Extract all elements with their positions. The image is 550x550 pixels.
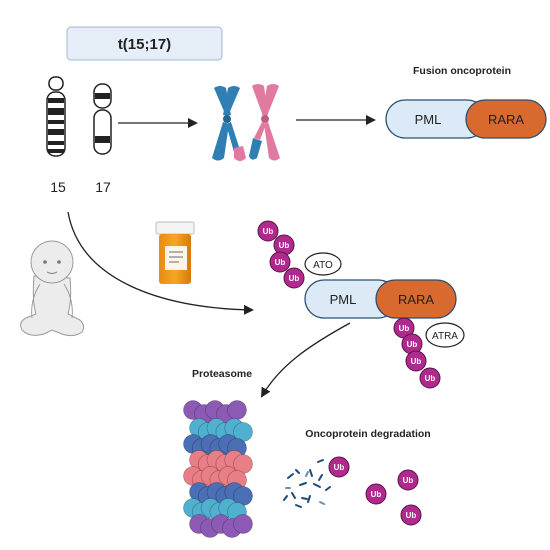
treatment-fusion-protein: PML RARA	[304, 279, 457, 319]
ubiquitin-bottom-chain-bead: Ub	[405, 350, 427, 372]
free-ubiquitin-bead: Ub	[397, 469, 419, 491]
medication-bottle-icon	[155, 221, 195, 284]
proteasome-subunit	[233, 514, 253, 534]
free-ubiquitin-bead: Ub	[400, 504, 422, 526]
ub-label: Ub	[275, 258, 286, 267]
treatment-rara-label: RARA	[398, 292, 434, 307]
ub-label: Ub	[263, 227, 274, 236]
ub-label: Ub	[425, 374, 436, 383]
oncoprotein-degradation-label: Oncoprotein degradation	[305, 428, 430, 440]
atra-label: ATRA	[432, 331, 458, 342]
protein-fragments-icon	[283, 459, 335, 508]
rara-domain-label: RARA	[488, 112, 524, 127]
chromosome-17-label: 17	[95, 179, 111, 195]
ato-drug-bubble: ATO	[304, 252, 342, 276]
proteasome-label: Proteasome	[192, 368, 252, 380]
ub-label: Ub	[407, 340, 418, 349]
infant-patient-icon	[20, 240, 85, 337]
treatment-pml-label: PML	[330, 292, 357, 307]
chromosome-15-icon	[46, 76, 66, 157]
free-ubiquitin-bead: Ub	[328, 456, 350, 478]
translocation-label: t(15;17)	[118, 36, 171, 53]
ubiquitin-top-chain-bead: Ub	[283, 267, 305, 289]
fusion-protein-top: PML RARA	[385, 99, 547, 139]
chromosome-15-label: 15	[50, 179, 66, 195]
translocation-title-box: t(15;17)	[66, 26, 223, 61]
proteasome-icon	[183, 400, 253, 538]
arrow-to-proteasome	[260, 322, 351, 398]
proteasome-subunit	[227, 400, 247, 420]
arrow-to-treatment-complex	[67, 211, 254, 315]
fusion-oncoprotein-heading: Fusion oncoprotein	[413, 65, 511, 77]
pml-domain-label: PML	[415, 112, 442, 127]
ato-label: ATO	[313, 260, 333, 271]
ub-label: Ub	[406, 511, 417, 520]
chromosome-17-icon	[93, 83, 112, 155]
ub-label: Ub	[403, 476, 414, 485]
ub-label: Ub	[371, 490, 382, 499]
ub-label: Ub	[334, 463, 345, 472]
ub-label: Ub	[289, 274, 300, 283]
translocated-chromosomes-icon	[212, 84, 280, 161]
ub-label: Ub	[411, 357, 422, 366]
ubiquitin-top-chain-bead: Ub	[257, 220, 279, 242]
atra-drug-bubble: ATRA	[425, 322, 465, 348]
ubiquitin-bottom-chain-bead: Ub	[419, 367, 441, 389]
free-ubiquitin-bead: Ub	[365, 483, 387, 505]
ub-label: Ub	[399, 324, 410, 333]
ubiquitin-top-chain-bead: Ub	[269, 251, 291, 273]
ub-label: Ub	[279, 241, 290, 250]
